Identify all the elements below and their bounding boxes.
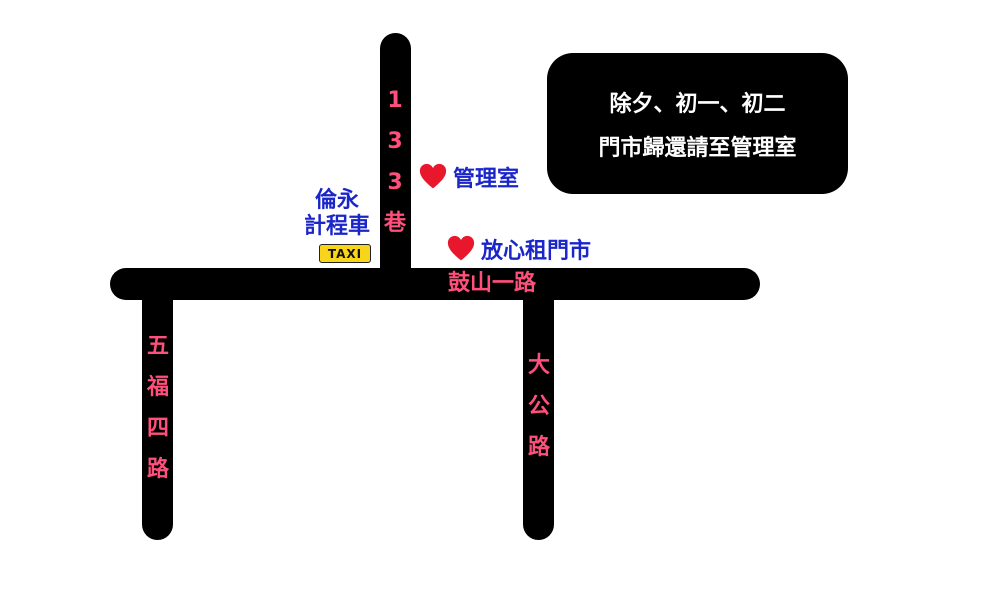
lane-label-char: 3: [387, 129, 403, 154]
notice-box: 除夕、初一、初二 門市歸還請至管理室: [547, 53, 848, 194]
left-road-label-char: 福: [146, 375, 169, 400]
management-office-label: 管理室: [453, 167, 520, 192]
left-road-label: 五 福 四 路: [143, 326, 173, 490]
lane-label-char: 巷: [383, 211, 406, 236]
main-road: [110, 268, 760, 300]
taxi-name-line2: 計程車: [303, 214, 370, 239]
right-road-label-char: 大: [527, 353, 550, 378]
right-road-label-char: 公: [527, 394, 550, 419]
management-office-marker: 管理室: [419, 161, 519, 193]
left-road: [142, 284, 173, 540]
heart-icon: [419, 163, 447, 189]
lane-label-char: 3: [387, 170, 403, 195]
notice-line1: 除夕、初一、初二: [609, 91, 786, 117]
main-road-label: 鼓山一路: [448, 271, 537, 296]
right-road-label-char: 路: [527, 435, 550, 460]
right-road: [523, 284, 554, 540]
taxi-icon: TAXI: [319, 244, 371, 263]
lane-label: 1 3 3 巷: [380, 80, 410, 244]
left-road-label-char: 四: [146, 416, 169, 441]
heart-icon: [447, 235, 475, 261]
lane-label-char: 1: [387, 88, 403, 113]
right-road-label: 大 公 路: [524, 345, 554, 468]
rental-store-marker: 放心租門市: [447, 233, 591, 265]
taxi-company-label: 倫永 計程車: [292, 188, 382, 240]
lane-road: [380, 33, 411, 283]
taxi-name-line1: 倫永: [314, 188, 359, 213]
left-road-label-char: 路: [146, 457, 169, 482]
left-road-label-char: 五: [146, 334, 169, 359]
rental-store-label: 放心租門市: [481, 239, 592, 264]
notice-line2: 門市歸還請至管理室: [598, 135, 797, 161]
